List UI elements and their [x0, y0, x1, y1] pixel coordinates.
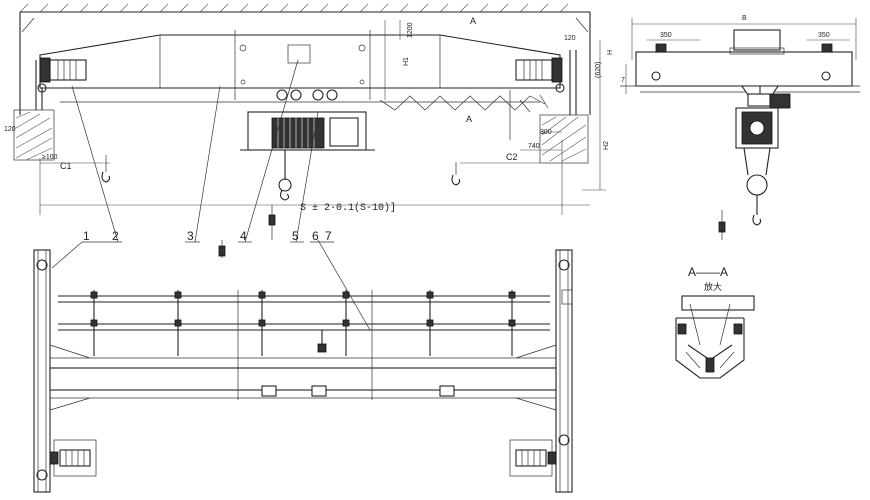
callout-leaders: [51, 59, 371, 331]
dim-740: 740: [528, 143, 540, 150]
callout-3: 3: [187, 229, 194, 243]
roof-hatch: [19, 3, 591, 115]
callout-7: 7: [325, 229, 332, 243]
side-view: [620, 18, 860, 240]
callout-6: 6: [312, 229, 319, 243]
dim-h-side: H: [607, 50, 614, 55]
plan-motor-left: [49, 439, 97, 477]
dim-350-right: 350: [818, 32, 830, 39]
plan-view: [33, 249, 573, 493]
left-column: [13, 60, 55, 161]
dim-120-right: 120: [564, 35, 576, 42]
plan-motor-right: [509, 439, 557, 477]
left-end-motor: [37, 57, 87, 93]
dim-b: B: [742, 15, 747, 22]
dim-300: 300: [540, 129, 552, 136]
dim-350-left: 350: [660, 32, 672, 39]
right-end-motor: [515, 57, 565, 93]
dim-ge100: ≥100: [42, 154, 58, 161]
callout-2: 2: [112, 229, 119, 243]
dim-620: (620): [595, 62, 602, 78]
bridge-girder: [39, 30, 561, 111]
elevation-dimensions: [39, 20, 606, 215]
dim-span: S ± 2·0.1(S-10)]: [300, 202, 396, 214]
dim-h1: H1: [403, 57, 410, 66]
pendant-controls: [101, 155, 461, 258]
dim-c2: C2: [506, 152, 518, 162]
section-aa: [675, 295, 755, 379]
section-mark-bottom: A: [466, 114, 472, 124]
elevation-view: A A 120 ≥100 C1 C2 S ± 2·0.1(S-10)] H1 H…: [4, 3, 610, 258]
callout-1: 1: [83, 229, 90, 243]
callout-4: 4: [240, 229, 247, 243]
section-aa-title: A——A: [688, 265, 728, 279]
dim-h2: H2: [603, 141, 610, 150]
left-end-carriage: [33, 249, 51, 493]
right-end-carriage: [555, 249, 573, 493]
dim-1200: 1200: [407, 22, 414, 38]
dim-120-left: 120: [4, 126, 16, 133]
callout-5: 5: [292, 229, 299, 243]
section-aa-scale: 放大: [704, 281, 722, 292]
section-mark-top: A: [470, 16, 476, 26]
hoist-trolley: [240, 89, 375, 201]
dim-7: 7: [621, 77, 625, 84]
dim-c1: C1: [60, 161, 72, 171]
